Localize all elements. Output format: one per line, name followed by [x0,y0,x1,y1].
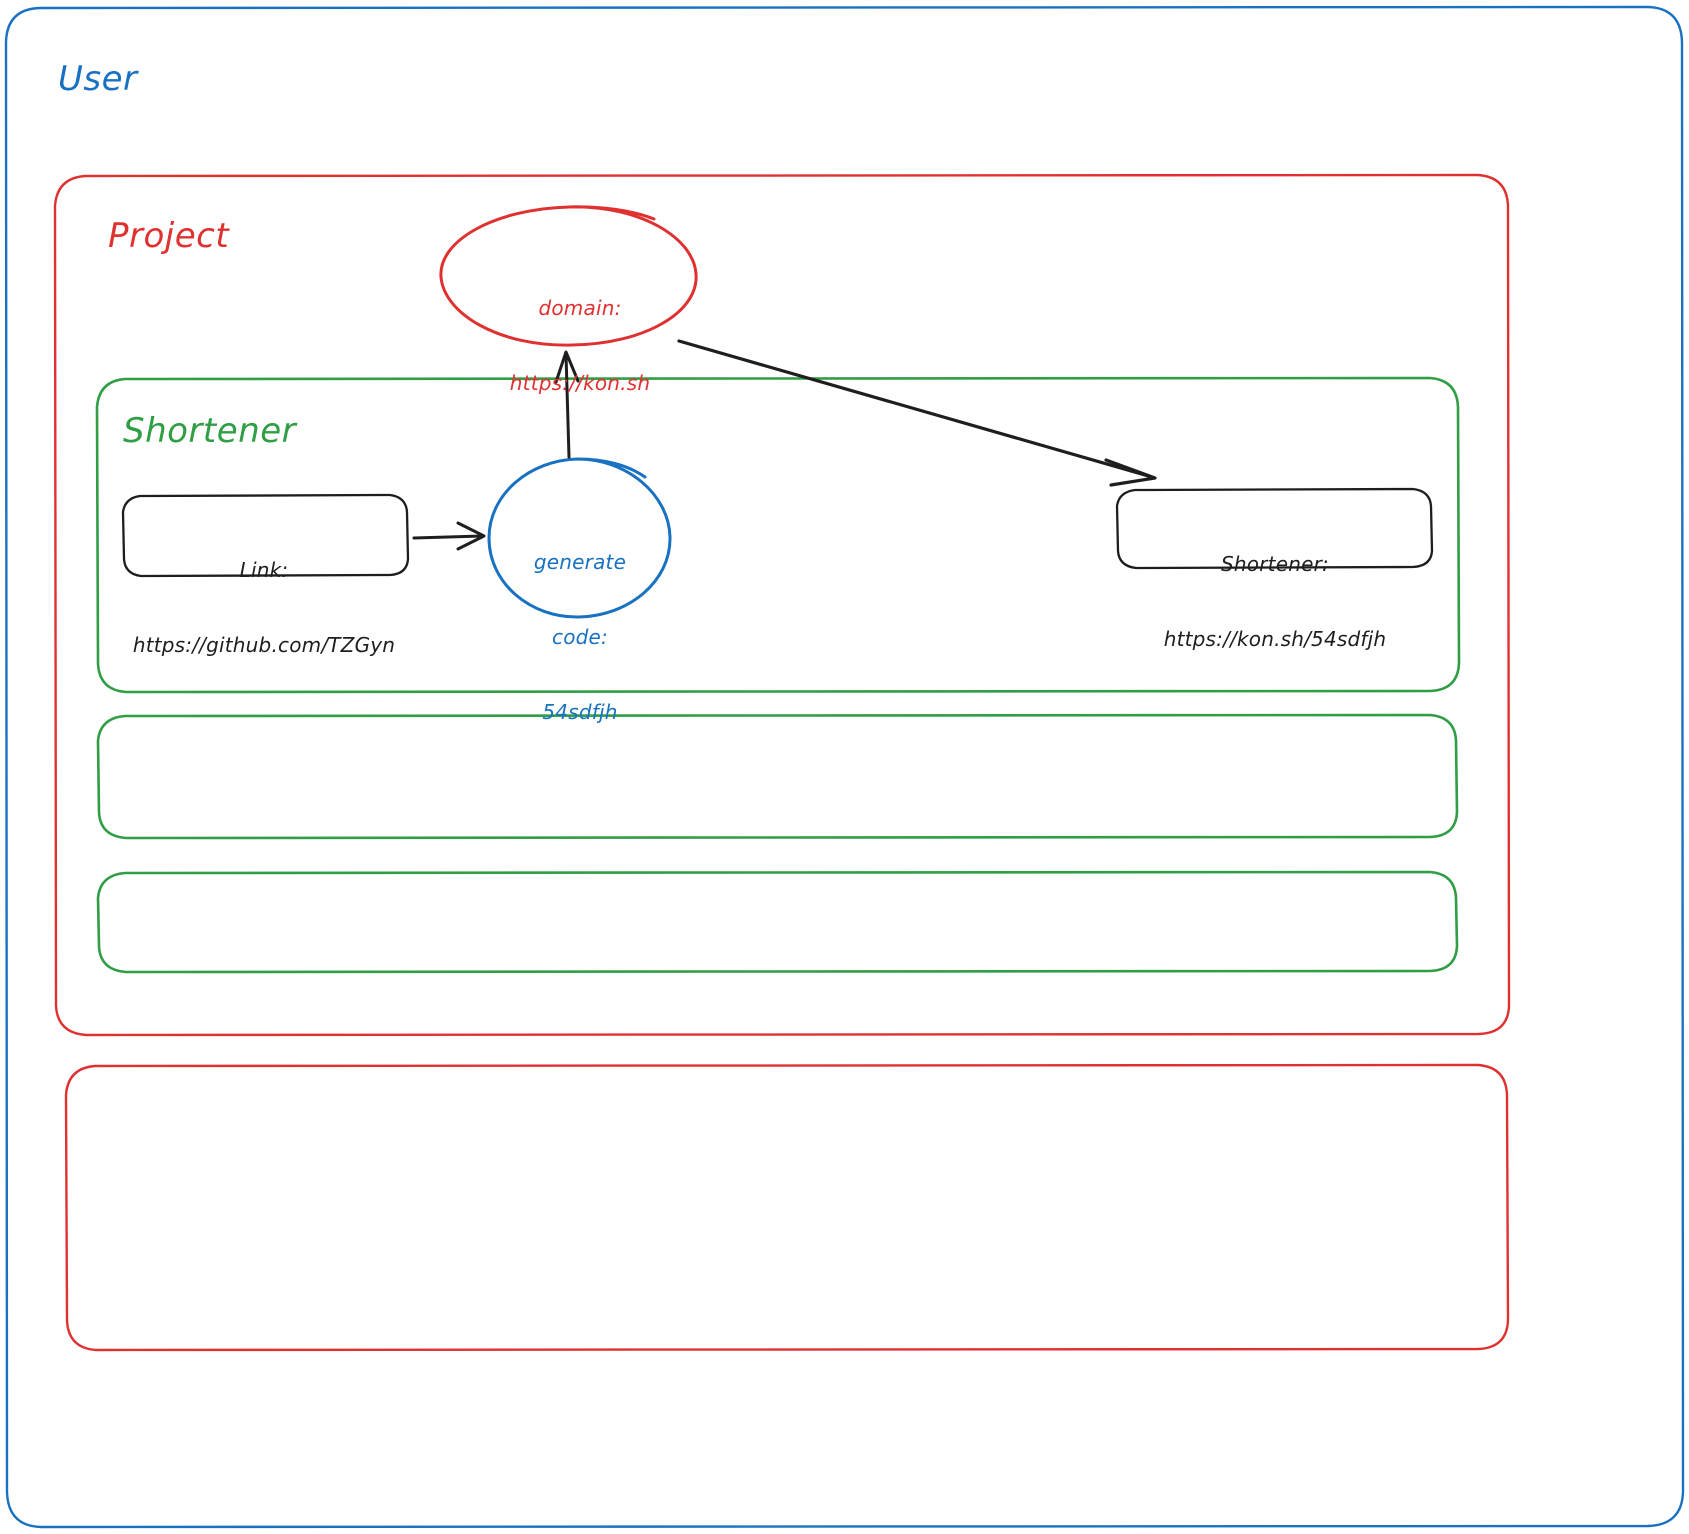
arrow-generate-code-to-domain [554,350,580,459]
arrow-link-to-generate-code [412,521,486,551]
domain-ellipse-outline [439,205,698,347]
arrow-domain-to-result [677,339,1157,487]
empty-red-box-outline [64,1063,1510,1352]
generate-code-circle-outline [487,457,672,619]
shortener-container-outline [95,376,1461,694]
empty-green-box-2-outline [96,870,1459,974]
link-box-outline [121,493,410,578]
empty-green-box-1-outline [96,713,1459,840]
result-box-outline [1115,487,1434,570]
user-container-outline [4,5,1685,1529]
project-container-outline [53,173,1511,1037]
